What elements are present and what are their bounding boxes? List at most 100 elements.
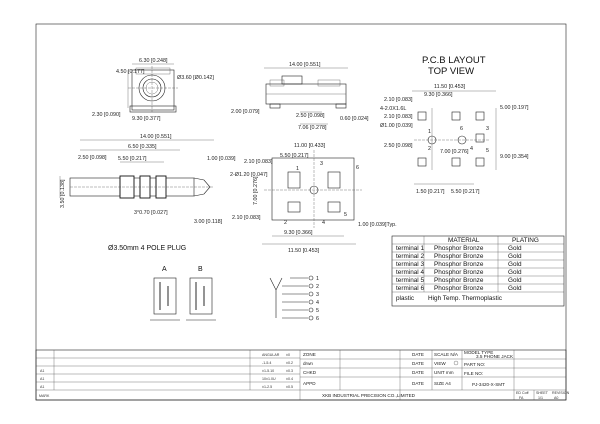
- pcb-pin-5: 5: [486, 148, 489, 154]
- tb-drawing-no: PJ-3420-X-SMT: [472, 382, 505, 387]
- tb-date-4: DATE: [412, 381, 424, 386]
- sheet-border: [35, 23, 567, 401]
- material-table: MATERIAL PLATING terminal 1 Phosphor Bro…: [391, 235, 565, 307]
- tb-ed-code: ED Coff: [516, 391, 529, 395]
- bv-pin-6: 6: [356, 165, 359, 171]
- dim-bv-height: 7.00 [0.276]: [253, 176, 259, 205]
- dim-plug-chamfer: 3°0.70 [0.027]: [134, 210, 168, 216]
- mat-row-2: terminal 2 Phosphor Bronze Gold: [396, 253, 522, 260]
- pin-diagrams: A B: [150, 266, 216, 321]
- mat-row-1: terminal 1 Phosphor Bronze Gold: [396, 245, 522, 252]
- dim-plug-sleeve: 6.50 [0.335]: [128, 144, 157, 150]
- label-a: A: [162, 266, 167, 273]
- tb-revision: REVISION: [552, 391, 570, 395]
- dim-pcb-width: 11.50 [0.453]: [434, 84, 466, 90]
- title-block: A1 A1 A1 MARK ANGULAR ±0 -1-5.4 ±0.2 ±1-…: [35, 349, 570, 401]
- tb-date-3: DATE: [412, 370, 424, 375]
- dim-sv-offset: 0.60 [0.024]: [340, 116, 369, 122]
- svg-text:Gold: Gold: [508, 253, 522, 260]
- pcb-title: P.C.B LAYOUT: [422, 55, 486, 66]
- dim-pcb-right-bottom: 5.50 [0.217]: [451, 189, 480, 195]
- tb-part-no: PART NO:: [464, 362, 485, 367]
- tb-drwn: drwn: [303, 361, 313, 366]
- svg-text:Gold: Gold: [508, 261, 522, 268]
- tb-scale: SCALE N/A: [434, 352, 459, 357]
- dim-fv-height: 4.50 [0.177]: [116, 69, 145, 75]
- schematic-pin-3: 3: [316, 292, 319, 298]
- tb-appd: APPD: [303, 381, 316, 386]
- schematic-pin-1-terminal: [308, 275, 314, 281]
- dim-pcb-holes: 7.00 [0.276]: [440, 149, 469, 155]
- pcb-subtitle: TOP VIEW: [428, 66, 474, 77]
- dim-sv-length: 14.00 [0.551]: [289, 62, 321, 68]
- mat-header-plating: PLATING: [512, 237, 539, 244]
- svg-text:terminal 4: terminal 4: [396, 269, 425, 276]
- svg-text:Gold: Gold: [508, 269, 522, 276]
- dim-plug-tip: 5.50 [0.217]: [118, 156, 147, 162]
- tol-row-1-value: ±0.2: [286, 361, 293, 365]
- pcb-layout: P.C.B LAYOUT TOP VIEW 11.50 [0.453] 2.10…: [380, 55, 529, 195]
- tol-row-4-value: ±0.5: [286, 385, 293, 389]
- dim-pcb-pad-w: 2.10 [0.083]: [384, 114, 413, 120]
- tol-row-3-range: 10±1.0U: [262, 377, 276, 381]
- svg-text:Gold: Gold: [508, 277, 522, 284]
- svg-text:Phosphor Bronze: Phosphor Bronze: [434, 253, 484, 260]
- dim-bv-pad: 5.50 [0.217]: [280, 153, 309, 159]
- projection-symbol-icon: [453, 360, 459, 366]
- rev-header: MARK: [39, 394, 50, 398]
- tol-row-4-range: ±1-2.5: [262, 385, 272, 389]
- dim-fv-total: 9.30 [0.377]: [132, 116, 161, 122]
- dim-plug-total: 14.00 [0.551]: [140, 134, 172, 140]
- mat-row-6: terminal 6 Phosphor Bronze Gold: [396, 285, 522, 292]
- svg-text:Phosphor Bronze: Phosphor Bronze: [434, 269, 484, 276]
- dim-pcb-pad-h: 2.10 [0.083]: [384, 97, 413, 103]
- mat-header-material: MATERIAL: [448, 237, 480, 244]
- bv-pin-3: 3: [320, 161, 323, 167]
- dim-plug-dia: 3.50 [0.138]: [60, 179, 66, 208]
- dim-fv-diameter: Ø3.60 [Ø0.142]: [177, 75, 214, 81]
- tb-zone: ZONE: [303, 352, 316, 357]
- tb-model-value: 3.5 PHONE JACK: [476, 354, 514, 359]
- tol-row-2-value: ±0.3: [286, 369, 293, 373]
- dim-pcb-height: 9.00 [0.354]: [500, 154, 529, 160]
- tb-size: SIZE A4: [434, 381, 451, 386]
- tol-row-1-range: -1-5.4: [262, 361, 271, 365]
- tb-unit: UNIT mm: [434, 370, 454, 375]
- plug-drawing: 14.00 [0.551] 6.50 [0.335] 2.50 [0.098] …: [59, 134, 236, 252]
- dim-sv-pad: 2.50 [0.098]: [296, 113, 325, 119]
- bv-pin-2: 2: [284, 220, 287, 226]
- svg-text:terminal 1: terminal 1: [396, 245, 425, 252]
- dim-pcb-hole: Ø1.00 [0.039]: [380, 123, 413, 129]
- dim-bv-top: 2.10 [0.083]: [244, 159, 273, 165]
- dim-pcb-left: 1.50 [0.217]: [416, 189, 445, 195]
- plug-caption: Ø3.50mm 4 POLE PLUG: [108, 245, 186, 252]
- tb-file-no: FILE NO:: [464, 371, 483, 376]
- schematic-pin-6: 6: [316, 316, 319, 322]
- svg-text:terminal 2: terminal 2: [396, 253, 425, 260]
- tb-sheet: SHEET: [536, 391, 549, 395]
- dim-sv-pitch: 7.06 [0.278]: [298, 125, 327, 131]
- dim-pcb-offset: 2.50 [0.098]: [384, 143, 413, 149]
- mat-plastic-label: plastic: [396, 295, 415, 302]
- dim-fv-width: 6.30 [0.248]: [139, 58, 168, 64]
- dim-plug-ring: 2.50 [0.098]: [78, 155, 107, 161]
- svg-text:Gold: Gold: [508, 285, 522, 292]
- pcb-pin-6: 6: [460, 126, 463, 132]
- pcb-pin-3: 3: [486, 126, 489, 132]
- bottom-view: 11.00 [0.433] 2.10 [0.083] 5.50 [0.217] …: [230, 143, 397, 254]
- bv-pin-5: 5: [344, 212, 347, 218]
- tb-model: MODEL TYPE: [464, 350, 493, 355]
- tb-company: XKB INDUSTRIAL PRECISION CO.,LIMITED: [322, 393, 416, 398]
- mat-row-4: terminal 4 Phosphor Bronze Gold: [396, 269, 522, 276]
- mat-plastic-material: High Temp. Thermoplastic: [428, 295, 503, 302]
- tol-header-value: ±0: [286, 353, 290, 357]
- tol-row-2-range: ±1-5.10: [262, 369, 274, 373]
- svg-text:Phosphor Bronze: Phosphor Bronze: [434, 277, 484, 284]
- schematic: 1 2 3 4 5 6: [269, 275, 319, 322]
- dim-bv-typ: 1.00 [0.039]Typ.: [358, 222, 397, 228]
- tb-date-1: DATE: [412, 352, 424, 357]
- bv-pin-4: 4: [322, 220, 325, 226]
- rev-row-1: A1: [40, 369, 44, 373]
- pcb-pin-4: 4: [470, 146, 473, 152]
